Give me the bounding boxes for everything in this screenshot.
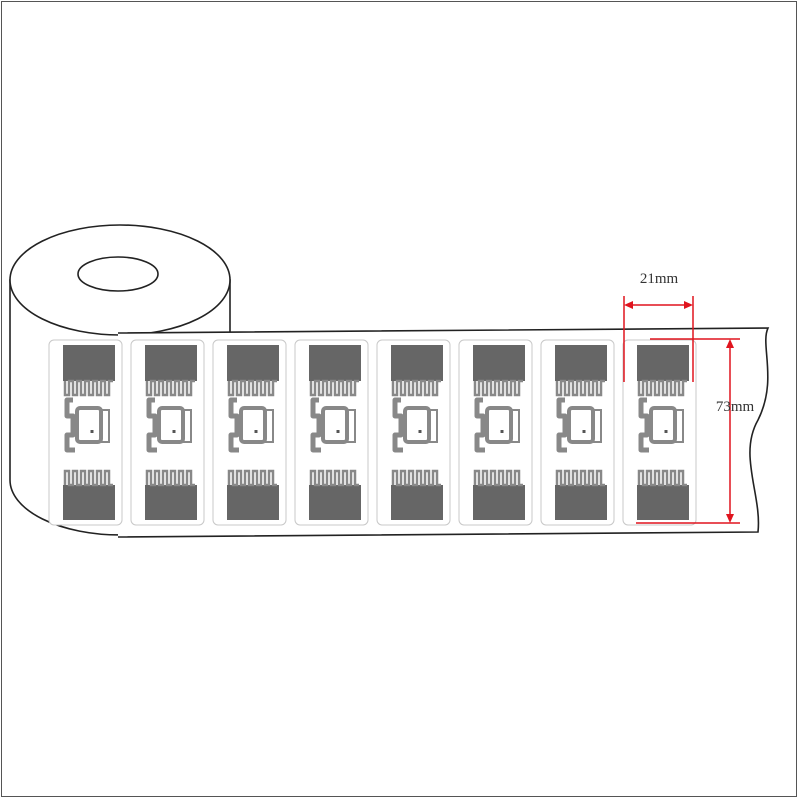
rfid-tag [130,339,205,526]
chip [90,430,94,433]
antenna-meander-bottom [555,469,605,487]
chip [254,430,258,433]
antenna-trace [511,409,520,443]
antenna-trace [183,409,192,443]
antenna-meander-bottom [637,469,687,487]
height-arrow-top [726,339,734,348]
roll-core-hole [77,256,159,292]
rfid-tag [212,339,287,526]
height-arrow-bottom [726,514,734,523]
antenna-pad-top [145,345,197,381]
antenna-loop-outer [228,397,240,453]
antenna-loop-outer [638,397,650,453]
antenna-trace [265,409,274,443]
antenna-loop-outer [146,397,158,453]
antenna-loop-outer [310,397,322,453]
antenna-loop-inner [157,406,185,444]
antenna-meander-bottom [391,469,441,487]
antenna-trace [675,409,684,443]
rfid-tag [294,339,369,526]
height-label: 73mm [716,399,755,415]
antenna-pad-bottom [637,485,689,520]
antenna-loop-inner [75,406,103,444]
antenna-pad-bottom [309,485,361,520]
rfid-tag [622,339,697,526]
width-label: 21mm [640,271,679,287]
antenna-meander-bottom [227,469,277,487]
antenna-meander-top [145,379,195,397]
antenna-meander-bottom [309,469,359,487]
chip [418,430,422,433]
antenna-loop-inner [321,406,349,444]
antenna-meander-bottom [145,469,195,487]
antenna-pad-top [473,345,525,381]
antenna-pad-top [227,345,279,381]
rfid-tag [458,339,533,526]
antenna-trace [593,409,602,443]
antenna-meander-bottom [63,469,113,487]
rfid-tag-group [48,339,697,526]
antenna-loop-inner [649,406,677,444]
rfid-tag [376,339,451,526]
antenna-meander-top [63,379,113,397]
antenna-loop-outer [64,397,76,453]
antenna-pad-bottom [391,485,443,520]
antenna-loop-outer [556,397,568,453]
chip [582,430,586,433]
antenna-loop-inner [567,406,595,444]
antenna-pad-bottom [145,485,197,520]
width-arrow-right [684,301,693,309]
antenna-pad-bottom [473,485,525,520]
antenna-loop-inner [485,406,513,444]
antenna-meander-top [555,379,605,397]
antenna-meander-top [227,379,277,397]
antenna-meander-top [473,379,523,397]
rfid-tag [48,339,123,526]
antenna-loop-inner [239,406,267,444]
antenna-pad-top [309,345,361,381]
antenna-meander-top [309,379,359,397]
rfid-tag [540,339,615,526]
chip [172,430,176,433]
antenna-loop-outer [392,397,404,453]
antenna-pad-bottom [227,485,279,520]
height-dimension [636,338,740,524]
antenna-pad-bottom [63,485,115,520]
antenna-meander-top [391,379,441,397]
antenna-trace [347,409,356,443]
antenna-pad-top [63,345,115,381]
antenna-meander-top [637,379,687,397]
antenna-trace [101,409,110,443]
chip [664,430,668,433]
chip [336,430,340,433]
antenna-loop-inner [403,406,431,444]
chip [500,430,504,433]
antenna-meander-bottom [473,469,523,487]
antenna-pad-bottom [555,485,607,520]
antenna-pad-top [637,345,689,381]
antenna-pad-top [391,345,443,381]
antenna-pad-top [555,345,607,381]
antenna-loop-outer [474,397,486,453]
width-arrow-left [624,301,633,309]
antenna-trace [429,409,438,443]
